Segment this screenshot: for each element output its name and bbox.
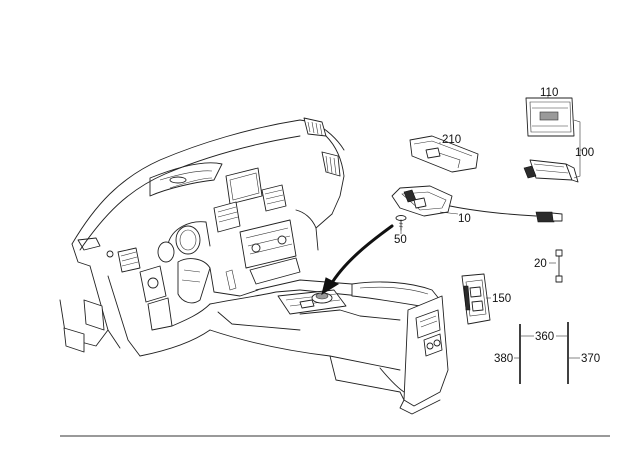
part-100-module <box>523 159 579 183</box>
label-380: 380 <box>494 353 513 365</box>
location-arrow <box>321 224 394 296</box>
trim-strips <box>519 322 569 384</box>
label-110: 110 <box>540 87 558 99</box>
label-370: 370 <box>581 353 600 365</box>
label-50: 50 <box>394 234 407 246</box>
label-210: 210 <box>442 134 461 146</box>
center-console <box>209 279 449 415</box>
part-210-holder <box>409 135 479 173</box>
label-20: 20 <box>534 258 547 270</box>
part-50-screw <box>395 215 407 231</box>
label-100: 100 <box>575 147 594 159</box>
part-110-card <box>525 97 575 137</box>
part-labels: 110 210 100 10 50 20 150 360 380 370 <box>394 87 600 365</box>
label-10: 10 <box>458 213 471 225</box>
label-150: 150 <box>492 293 511 305</box>
leader-lines <box>400 96 583 359</box>
dashboard-assembly <box>59 117 345 357</box>
part-10-cradle <box>391 185 563 223</box>
part-150-switch <box>461 273 491 325</box>
part-20-fuse <box>555 249 563 283</box>
label-360: 360 <box>535 331 554 343</box>
